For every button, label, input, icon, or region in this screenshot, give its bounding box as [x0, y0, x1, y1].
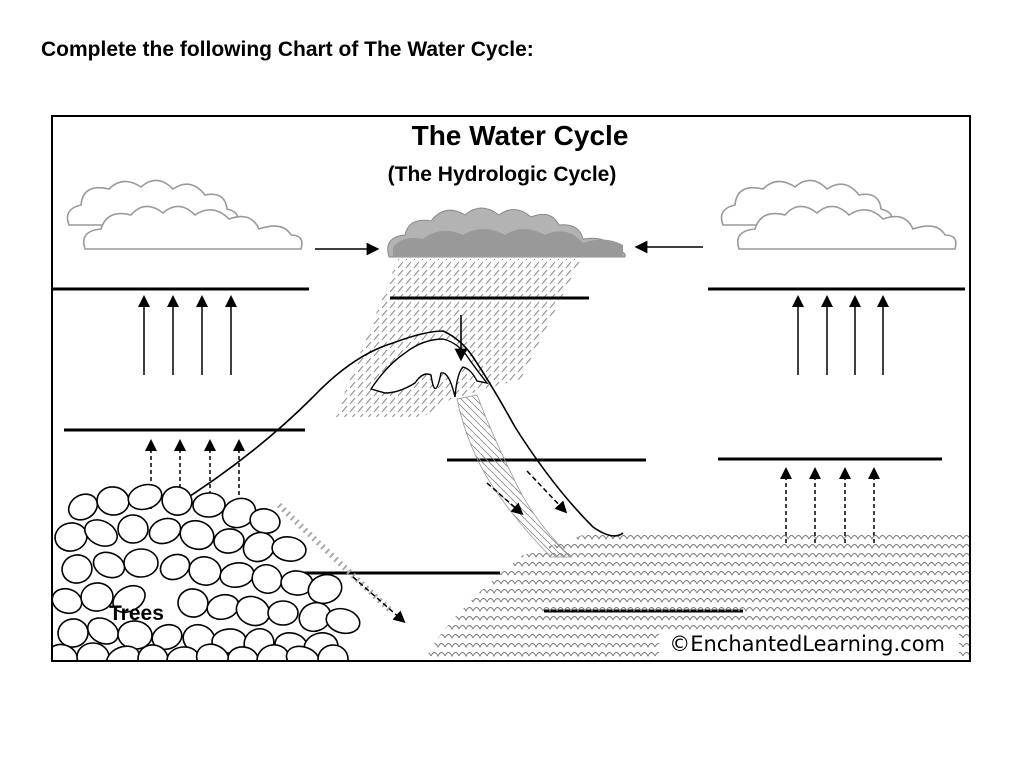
arrow-evaporation-ocean-up [809, 467, 821, 543]
tree-blob [161, 486, 193, 516]
cloud-right-icon [720, 179, 957, 250]
arrow-evaporation-up [849, 295, 861, 375]
tree-blob [242, 531, 276, 563]
tree-blob [96, 486, 130, 516]
tree-blob [317, 644, 349, 660]
arrow-evaporation-ocean-up [868, 467, 880, 543]
tree-blob [53, 587, 83, 615]
arrow-evaporation-up [821, 295, 833, 375]
cloud-left-icon [66, 179, 303, 250]
arrow-evaporation-up [225, 295, 237, 375]
tree-blob [112, 584, 146, 614]
tree-blob [213, 528, 245, 554]
arrow-runoff-2 [526, 470, 568, 514]
arrow-evaporation-up [167, 295, 179, 375]
tree-blob [285, 645, 321, 660]
mountain-outline [172, 330, 624, 537]
rain-cloud-icon [387, 207, 626, 258]
arrow-runoff-1 [486, 482, 524, 515]
tree-blob [61, 554, 93, 584]
credit-text: ©EnchantedLearning.com [669, 632, 945, 656]
arrow-groundwater [352, 576, 406, 623]
arrow-evaporation-up [877, 295, 889, 375]
diagram-subtitle: (The Hydrologic Cycle) [388, 163, 617, 186]
tree-blob [227, 646, 259, 660]
diagram-title: The Water Cycle [412, 120, 629, 151]
tree-blob [251, 563, 283, 595]
tree-blob [159, 553, 191, 581]
tree-blob [92, 551, 126, 579]
tree-blob [54, 522, 88, 552]
tree-blob [117, 514, 149, 544]
tree-blob [188, 556, 222, 586]
tree-blob [76, 642, 110, 660]
tree-blob [179, 519, 215, 551]
ocean-area [425, 535, 969, 660]
tree-blob [219, 562, 255, 588]
tree-blob [307, 573, 343, 605]
arrow-evaporation-ocean-up [780, 467, 792, 543]
tree-blob [123, 548, 159, 578]
tree-blob [67, 493, 99, 521]
trees-icon [53, 483, 361, 660]
tree-blob [127, 483, 163, 511]
tree-blob [177, 588, 209, 618]
tree-blob [325, 607, 361, 635]
tree-blob [271, 536, 307, 562]
tree-blob [151, 623, 183, 651]
water-cycle-diagram: The Water Cycle (The Hydrologic Cycle) [51, 115, 971, 662]
tree-blob [192, 492, 226, 518]
tree-blob [148, 517, 182, 545]
tree-blob [86, 617, 120, 645]
arrow-evaporation-up [138, 295, 150, 375]
rainfall-area [335, 259, 581, 417]
arrow-evaporation-up [196, 295, 208, 375]
worksheet-instruction: Complete the following Chart of The Wate… [41, 38, 534, 61]
tree-blob [221, 497, 257, 529]
tree-blob [80, 582, 114, 612]
tree-blob [195, 643, 231, 660]
tree-blob [137, 644, 169, 660]
runoff-stream [456, 394, 573, 558]
tree-blob [53, 643, 79, 660]
tree-blob [267, 600, 299, 626]
arrow-evaporation-ocean-up [839, 467, 851, 543]
trees-label: Trees [109, 602, 164, 625]
tree-blob [298, 601, 332, 633]
arrow-evaporation-up [792, 295, 804, 375]
tree-blob [84, 519, 118, 547]
